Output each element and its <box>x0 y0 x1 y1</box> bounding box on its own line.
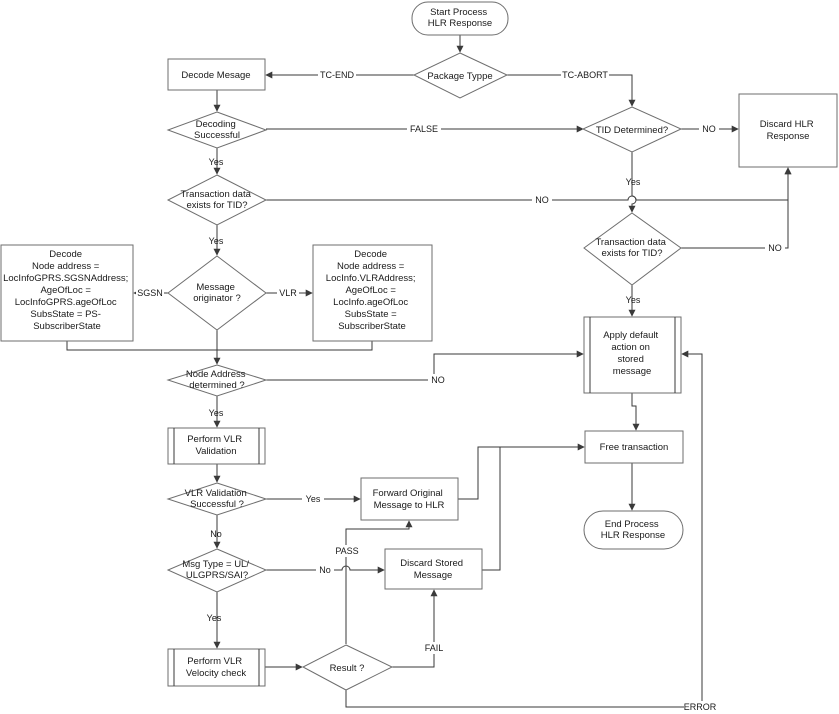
node-address-no-label-bg <box>428 374 448 386</box>
apply-default-label: Apply default action on stored message <box>603 330 661 377</box>
label-fail: FAIL <box>425 643 444 653</box>
label-false: FALSE <box>410 124 438 134</box>
label-decoding-yes: Yes <box>209 157 224 167</box>
tx-right-no-label-bg <box>765 242 785 254</box>
package-type-decision <box>412 52 509 99</box>
label-tid-no: NO <box>702 124 716 134</box>
msg-type-label: Msg Type = UL/ ULGPRS/SAI? <box>182 559 251 581</box>
edge-result-pass <box>345 520 413 644</box>
end-terminator <box>583 510 684 550</box>
label-tx-right-yes: Yes <box>626 295 641 305</box>
label-msg-type-no: No <box>319 565 331 575</box>
tx-data-left-label: Transaction data exists for TID? <box>180 189 253 211</box>
decode-vlr-box <box>312 244 433 342</box>
free-transaction-box <box>584 430 684 464</box>
msg-type-decision <box>166 548 268 593</box>
tx-data-right-decision <box>583 212 682 286</box>
shapes <box>0 1 838 691</box>
forward-original-label: Forward Original Message to HLR <box>373 488 446 511</box>
perform-vlr-validation-label: Perform VLR Validation <box>187 434 245 457</box>
vlr-validation-label: VLR Validation Successful ? <box>185 488 250 510</box>
node-address-decision <box>166 364 268 397</box>
perform-velocity-label: Perform VLR Velocity check <box>186 656 246 679</box>
decode-message-box <box>167 58 266 91</box>
discard-stored-label: Discard Stored Message <box>400 558 465 581</box>
result-decision <box>301 644 394 691</box>
edge-result-fail <box>392 589 438 668</box>
decode-sgsn-box <box>0 244 134 342</box>
tx-data-left-decision <box>166 174 268 226</box>
edge-tx-left-no <box>266 167 792 201</box>
tid-determined-label: TID Determined? <box>596 125 668 136</box>
perform-vlr-validation-box <box>167 427 266 465</box>
edge-apply-to-free <box>631 393 640 431</box>
edge-forward-to-free <box>458 443 585 500</box>
tc-end-label-bg <box>318 69 356 81</box>
label-tx-left-yes: Yes <box>209 236 224 246</box>
msg-type-no-label-bg <box>316 564 334 576</box>
label-tx-left-no: NO <box>535 195 549 205</box>
decode-vlr-label: Decode Node address = LocInfo.VLRAddress… <box>326 249 418 332</box>
pass-label-bg <box>334 545 360 557</box>
start-label: Start Process HLR Response <box>428 7 492 29</box>
perform-velocity-box <box>167 648 266 687</box>
error-label-bg <box>684 701 716 713</box>
edge-decode-merge <box>66 341 373 351</box>
tx-left-no-label-bg <box>532 194 552 206</box>
forward-original-box <box>360 477 459 521</box>
validation-yes-label-bg <box>302 493 324 505</box>
start-terminator <box>411 1 509 36</box>
fail-label-bg <box>422 642 446 654</box>
label-validation-yes: Yes <box>306 494 321 504</box>
label-error: ERROR <box>684 702 717 712</box>
label-sgsn: SGSN <box>137 288 163 298</box>
decoding-successful-decision <box>166 111 268 149</box>
false-label-bg <box>407 123 441 135</box>
edge-labels: TC-END TC-ABORT FALSE NO Yes Yes NO NO Y… <box>136 69 785 713</box>
result-label: Result ? <box>330 663 365 674</box>
label-node-address-no: NO <box>431 375 445 385</box>
node-labels: Start Process HLR Response Package Typpe… <box>3 7 817 679</box>
tx-data-right-label: Transaction data exists for TID? <box>595 237 668 259</box>
message-originator-label: Message originator ? <box>193 282 241 304</box>
tid-determined-decision <box>581 106 683 153</box>
edge-discard-to-free <box>482 447 501 571</box>
vlr-label-bg <box>277 287 299 299</box>
label-vlr: VLR <box>279 288 297 298</box>
tid-no-label-bg <box>699 123 719 135</box>
decoding-successful-label: Decoding Successful <box>194 119 240 141</box>
apply-default-box <box>583 316 682 394</box>
decode-sgsn-label: Decode Node address = LocInfoGPRS.SGSNAd… <box>3 249 131 332</box>
label-msg-type-yes: Yes <box>207 613 222 623</box>
sgsn-label-bg <box>136 287 164 299</box>
decode-message-label: Decode Mesage <box>181 70 250 81</box>
edge-tx-right-no <box>680 167 792 249</box>
label-pass: PASS <box>335 546 358 556</box>
label-node-address-yes: Yes <box>209 408 224 418</box>
free-transaction-label: Free transaction <box>600 442 669 453</box>
end-label: End Process HLR Response <box>601 519 665 541</box>
vlr-validation-decision <box>166 482 268 516</box>
label-tid-yes: Yes <box>626 177 641 187</box>
edge-node-address-no <box>266 350 584 381</box>
tc-abort-label-bg <box>561 69 609 81</box>
label-tx-right-no: NO <box>768 243 782 253</box>
label-validation-no: No <box>210 529 222 539</box>
label-tc-abort: TC-ABORT <box>562 70 608 80</box>
package-type-label: Package Typpe <box>427 71 492 82</box>
node-address-label: Node Address determined ? <box>186 369 248 391</box>
edge-tc-abort <box>506 74 636 107</box>
discard-hlr-box <box>738 93 838 168</box>
discard-stored-box <box>384 548 483 590</box>
discard-hlr-label: Discard HLR Response <box>760 119 817 142</box>
message-originator-decision <box>167 255 267 331</box>
label-tc-end: TC-END <box>320 70 354 80</box>
